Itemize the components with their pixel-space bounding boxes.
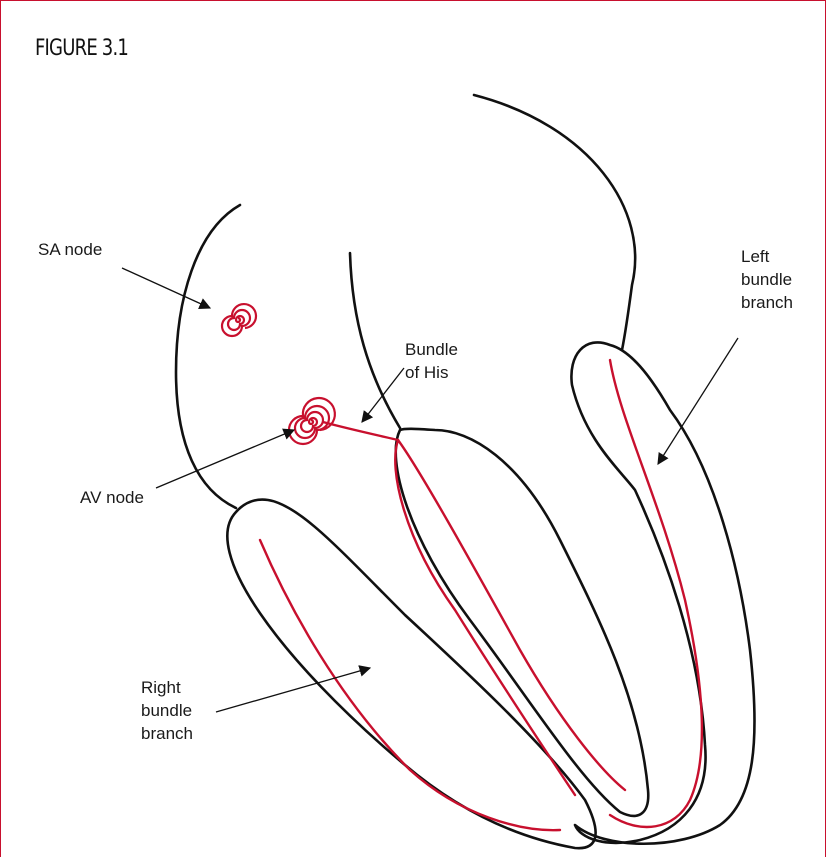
right-ventricle-wall — [227, 500, 595, 849]
right-bundle-branch-leader-arrow — [216, 668, 370, 712]
sa-node-spiral-icon — [222, 304, 256, 336]
left-bundle-branch-lateral — [610, 360, 702, 827]
bundle-of-his-label: Bundle of His — [405, 338, 458, 384]
right-bundle-branch-label: Right bundle branch — [141, 676, 193, 745]
left-bundle-branch-septal — [398, 440, 625, 790]
right-bundle-branch-path — [260, 440, 575, 830]
right-atrium-outline — [176, 205, 240, 508]
av-node-leader-arrow — [156, 430, 294, 488]
interatrial-septum — [350, 253, 400, 428]
left-bundle-branch-label: Left bundle branch — [741, 245, 793, 314]
left-ventricle-wall — [571, 342, 754, 843]
interventricular-septum — [396, 429, 649, 816]
left-atrium-outline — [474, 95, 635, 350]
left-bundle-branch-leader-arrow — [658, 338, 738, 464]
sa-node-leader-arrow — [122, 268, 210, 308]
av-node-spiral-icon — [289, 398, 335, 444]
bundle-of-his-leader-arrow — [362, 368, 404, 422]
sa-node-label: SA node — [38, 238, 102, 261]
bundle-of-his-path — [323, 422, 398, 440]
av-node-label: AV node — [80, 486, 144, 509]
